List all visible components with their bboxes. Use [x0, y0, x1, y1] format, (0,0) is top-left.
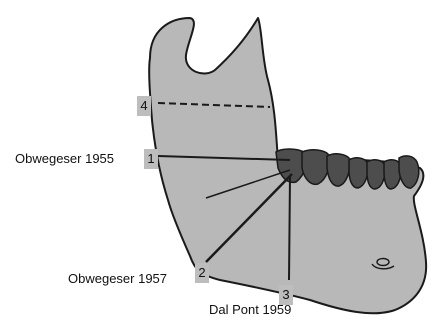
marker-2: 2: [195, 263, 209, 283]
label-obwegeser-1957: Obwegeser 1957: [68, 271, 167, 287]
label-obwegeser-1955: Obwegeser 1955: [15, 151, 114, 167]
marker-1: 1: [144, 149, 158, 169]
label-dal-pont-1959: Dal Pont 1959: [209, 302, 291, 318]
marker-4: 4: [137, 96, 151, 116]
osteotomy-line-3: [289, 176, 290, 280]
